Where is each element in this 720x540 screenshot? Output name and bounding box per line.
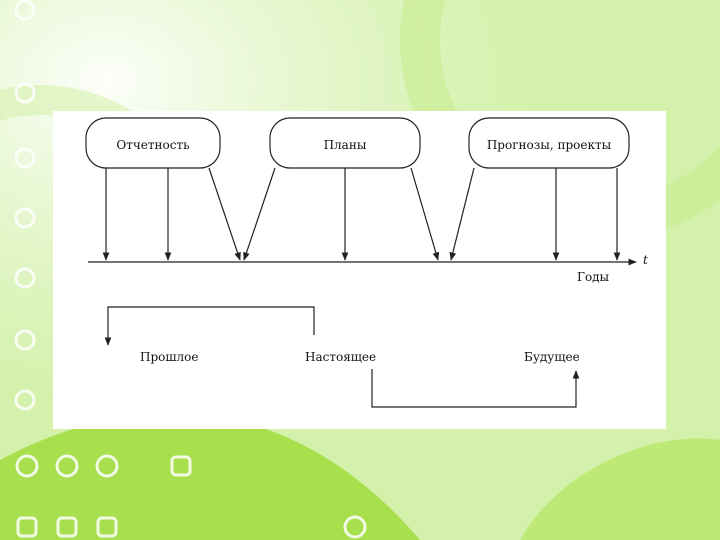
past-bracket-arrow <box>104 306 315 346</box>
box-plans: Планы <box>269 117 421 169</box>
label-present: Настоящее <box>305 350 376 364</box>
arrow-plans-3 <box>410 167 440 261</box>
box-plans-label: Планы <box>324 138 367 152</box>
diagram-panel: Отчетность Планы Прогнозы, проекты t Год… <box>53 111 666 429</box>
decor-square-icons <box>16 455 192 538</box>
label-future: Будущее <box>524 350 580 364</box>
box-reporting: Отчетность <box>85 117 221 169</box>
arrow-reporting-3 <box>208 167 241 261</box>
label-past: Прошлое <box>140 350 198 364</box>
arrow-forecasts-1 <box>449 167 475 261</box>
arrow-plans-1 <box>243 167 276 261</box>
box-forecasts: Прогнозы, проекты <box>468 117 630 169</box>
decor-green-band-right <box>520 438 720 540</box>
decor-ring-icons <box>14 0 367 539</box>
box-forecasts-label: Прогнозы, проекты <box>487 138 612 152</box>
axis-years-label: Годы <box>577 270 610 284</box>
future-bracket-arrow <box>371 369 580 408</box>
box-to-axis-arrows <box>102 167 621 261</box>
decor-green-band <box>0 413 420 540</box>
time-horizons-diagram: Отчетность Планы Прогнозы, проекты t Год… <box>85 117 648 408</box>
axis-variable-label: t <box>643 253 648 267</box>
box-reporting-label: Отчетность <box>116 138 190 152</box>
